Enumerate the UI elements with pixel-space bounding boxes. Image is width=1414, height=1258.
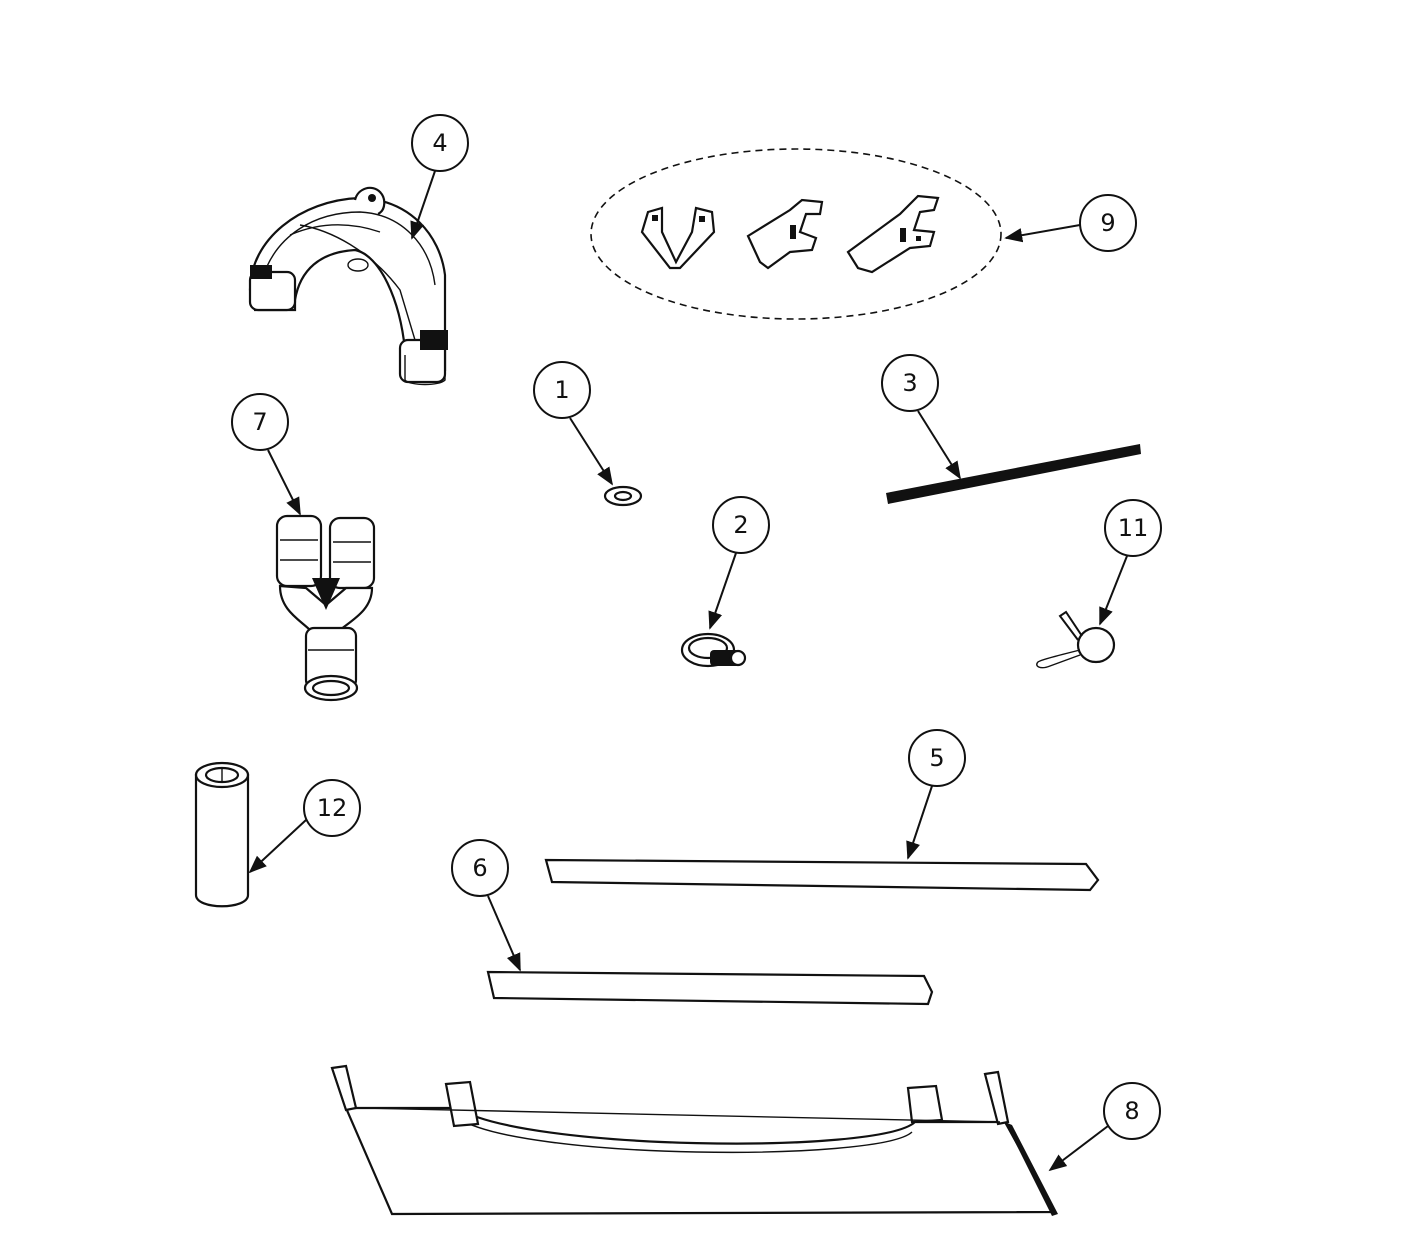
svg-text:9: 9 bbox=[1100, 209, 1115, 237]
bracket-v bbox=[640, 206, 716, 270]
part-3-strip bbox=[886, 444, 1141, 504]
callout-2: 2 bbox=[708, 496, 770, 630]
svg-text:3: 3 bbox=[902, 369, 917, 397]
callout-4: 4 bbox=[410, 114, 469, 240]
callout-6: 6 bbox=[451, 839, 521, 972]
callout-8: 8 bbox=[1048, 1082, 1161, 1172]
callout-9: 9 bbox=[1004, 194, 1137, 252]
svg-text:12: 12 bbox=[317, 794, 348, 822]
part-1-washer bbox=[603, 485, 643, 507]
svg-text:7: 7 bbox=[252, 408, 267, 436]
svg-text:4: 4 bbox=[432, 129, 447, 157]
svg-text:11: 11 bbox=[1118, 514, 1149, 542]
callout-3: 3 bbox=[881, 354, 961, 480]
part-2-hose-clamp bbox=[680, 632, 747, 668]
part-7-y-connector bbox=[275, 514, 376, 702]
bracket-long bbox=[846, 194, 940, 274]
part-5-long-strip bbox=[544, 858, 1100, 892]
callout-5: 5 bbox=[906, 729, 966, 860]
bracket-angled bbox=[746, 198, 824, 270]
svg-text:5: 5 bbox=[929, 744, 944, 772]
svg-text:2: 2 bbox=[733, 511, 748, 539]
callout-12: 12 bbox=[248, 779, 361, 874]
part-11-ring-clip bbox=[1036, 610, 1116, 669]
part-4-curved-duct bbox=[248, 186, 448, 386]
part-9-bracket-set bbox=[590, 148, 1002, 320]
callout-7: 7 bbox=[231, 393, 301, 516]
part-6-short-strip bbox=[486, 970, 934, 1006]
callout-11: 11 bbox=[1099, 499, 1162, 626]
part-12-sleeve bbox=[194, 761, 250, 908]
svg-text:8: 8 bbox=[1124, 1097, 1139, 1125]
svg-text:6: 6 bbox=[472, 854, 487, 882]
callout-1: 1 bbox=[533, 361, 613, 486]
svg-text:1: 1 bbox=[554, 376, 569, 404]
part-8-bottom-panel bbox=[330, 1064, 1058, 1216]
